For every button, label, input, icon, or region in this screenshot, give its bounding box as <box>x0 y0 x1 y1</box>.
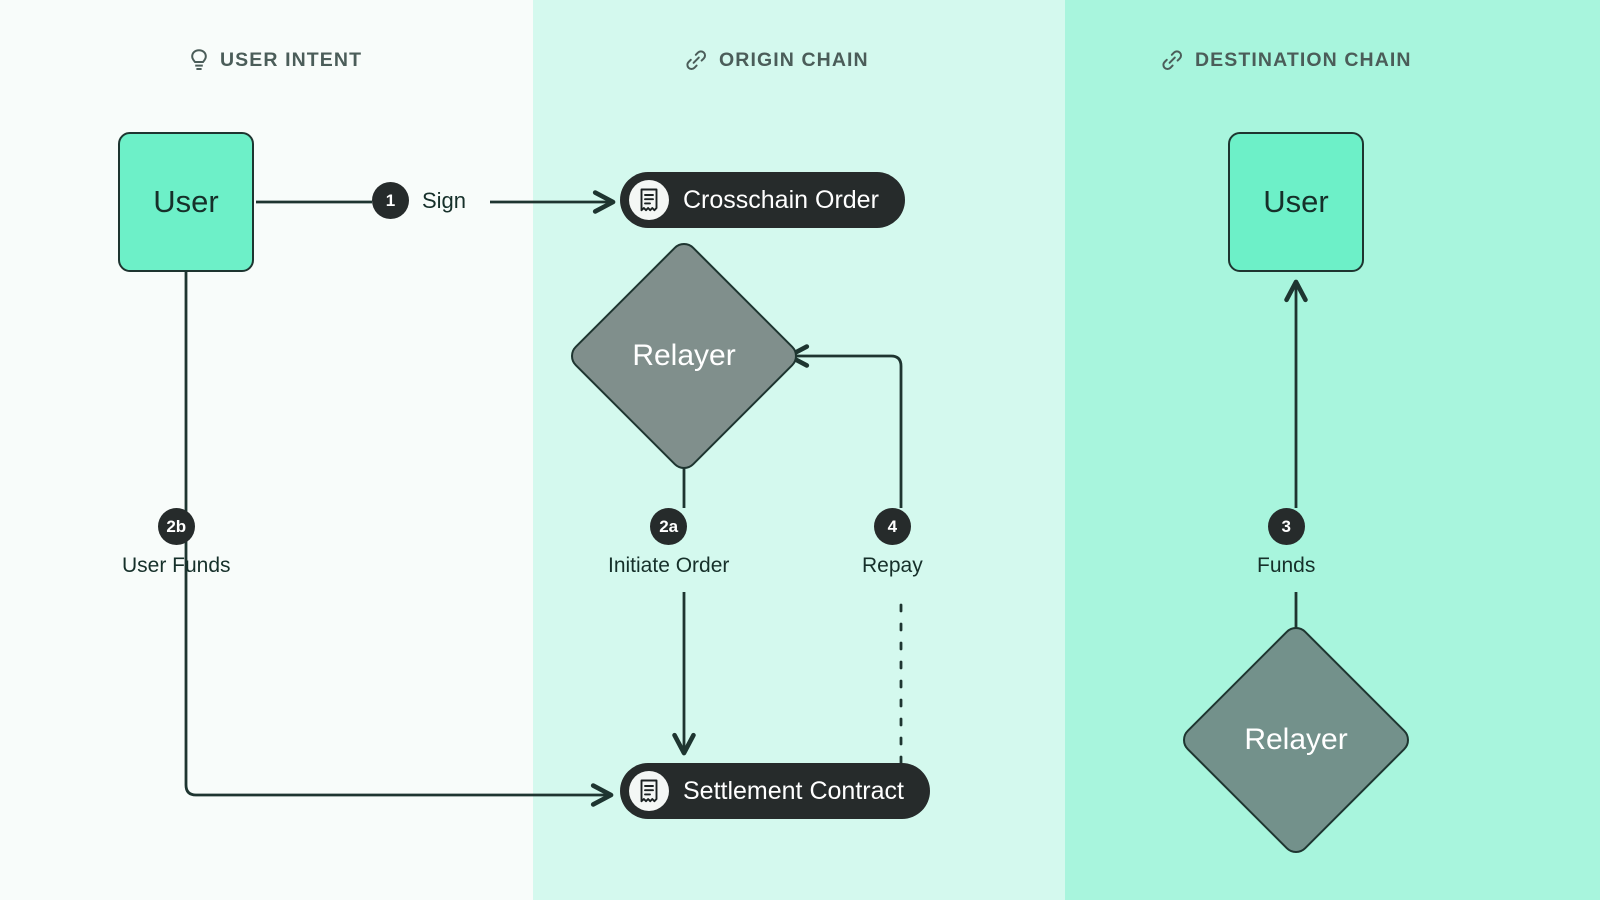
step-marker-initiate-order: 2a Initiate Order <box>608 508 729 578</box>
receipt-document-icon <box>629 771 669 811</box>
panel-title: DESTINATION CHAIN <box>1195 48 1412 71</box>
step-badge: 2a <box>650 508 688 545</box>
link-chain-icon <box>684 48 708 72</box>
node-label: Crosschain Order <box>683 185 879 214</box>
node-label: Relayer <box>1244 723 1348 756</box>
wire-user-funds-to-settlement <box>184 272 614 807</box>
node-user-origin[interactable]: User <box>118 132 254 272</box>
node-settlement-contract[interactable]: Settlement Contract <box>620 763 930 819</box>
link-chain-icon <box>1160 48 1184 72</box>
panel-title: USER INTENT <box>220 48 363 71</box>
lightbulb-icon <box>189 48 209 72</box>
receipt-document-icon <box>629 180 669 220</box>
node-label: Relayer <box>632 339 736 372</box>
step-label: Repay <box>862 554 923 577</box>
wire-repay-to-relayer <box>786 344 903 508</box>
step-label: Funds <box>1257 554 1316 577</box>
step-marker-funds: 3 Funds <box>1257 508 1315 578</box>
panel-user-intent <box>0 0 533 900</box>
node-crosschain-order[interactable]: Crosschain Order <box>620 172 905 228</box>
step-badge: 3 <box>1267 508 1305 545</box>
panel-header-destination-chain: DESTINATION CHAIN <box>1160 48 1412 72</box>
step-label: Initiate Order <box>608 554 730 577</box>
node-label: Settlement Contract <box>683 776 904 805</box>
step-badge: 2b <box>157 508 195 545</box>
node-relayer-destination[interactable]: Relayer <box>1177 621 1415 859</box>
node-user-destination[interactable]: User <box>1228 132 1364 272</box>
step-label: User Funds <box>122 554 231 577</box>
step-marker-repay: 4 Repay <box>862 508 923 578</box>
step-label: Sign <box>422 187 467 213</box>
panel-header-origin-chain: ORIGIN CHAIN <box>684 48 869 72</box>
panel-title: ORIGIN CHAIN <box>719 48 869 71</box>
panel-origin-chain <box>533 0 1065 900</box>
step-badge: 1 <box>372 182 409 219</box>
step-marker-user-funds: 2b User Funds <box>122 508 231 578</box>
node-relayer-origin[interactable]: Relayer <box>565 237 803 475</box>
node-label: User <box>153 184 219 219</box>
step-marker-sign: 1 Sign <box>372 182 466 219</box>
node-label: User <box>1263 184 1329 219</box>
panel-header-user-intent: USER INTENT <box>189 48 362 72</box>
step-badge: 4 <box>873 508 911 545</box>
